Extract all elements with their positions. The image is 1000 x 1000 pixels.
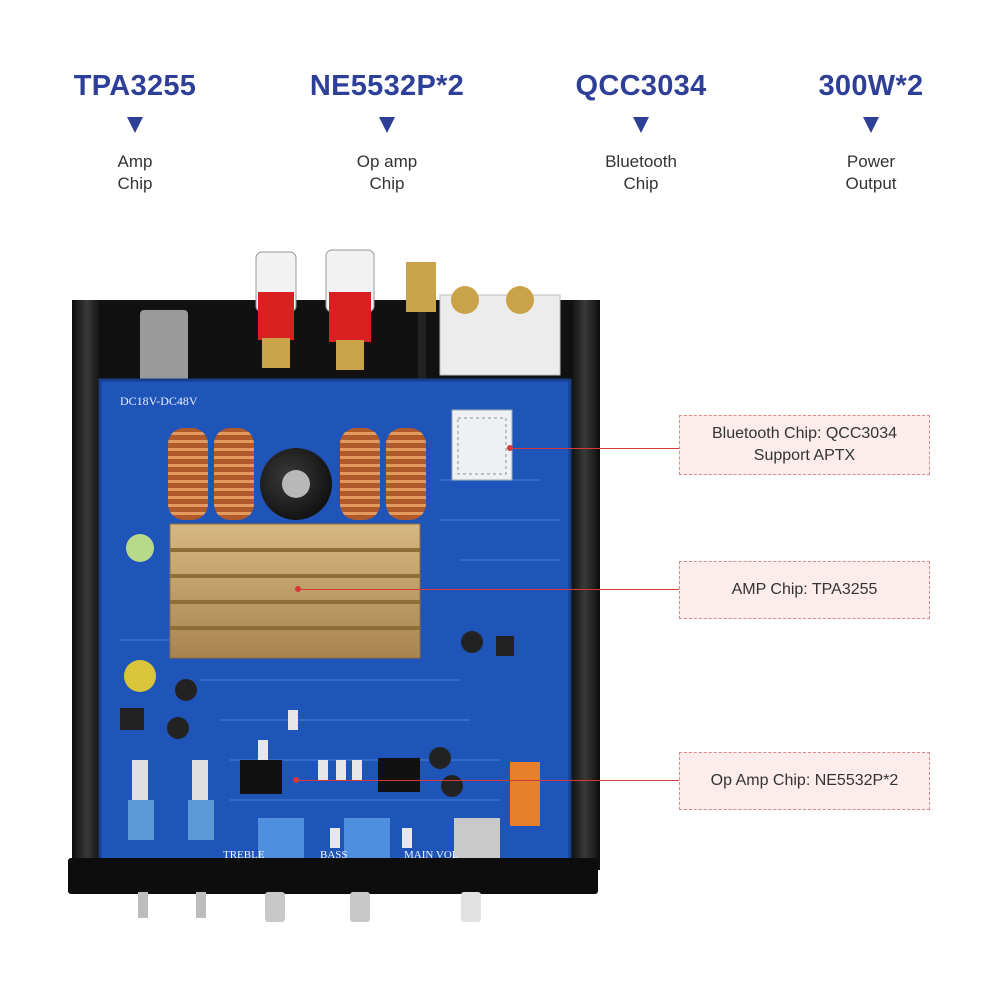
capacitor (167, 717, 189, 739)
spec-description: Power Output (845, 152, 897, 193)
spec-title: TPA3255 (73, 70, 197, 102)
spec-power-output: 300W*2 Power Output (771, 70, 971, 195)
leader-line (510, 448, 680, 449)
leader-dot (293, 777, 299, 783)
callout-amp-chip: AMP Chip: TPA3255 (679, 561, 930, 619)
down-arrow-icon (633, 117, 649, 133)
bass-potentiometer (344, 818, 390, 858)
right-rail (570, 300, 600, 870)
spec-title: 300W*2 (818, 70, 924, 102)
volume-knob (461, 892, 481, 922)
power-jack (140, 310, 188, 390)
toggle-switch (128, 760, 154, 840)
spec-description: Amp Chip (117, 152, 153, 193)
rca-jacks (439, 286, 561, 376)
callout-text: Bluetooth Chip: QCC3034 Support APTX (712, 425, 897, 464)
callout-opamp-chip: Op Amp Chip: NE5532P*2 (679, 752, 930, 810)
capacitor (126, 534, 154, 562)
treble-knob (265, 892, 285, 922)
leader-dot (507, 445, 513, 451)
capacitor (429, 747, 451, 769)
switch-lever (196, 892, 206, 918)
inductor (340, 428, 380, 520)
opamp-chip (378, 758, 420, 792)
spec-bluetooth-chip: QCC3034 Bluetooth Chip (541, 70, 741, 195)
down-arrow-icon (863, 117, 879, 133)
opamp-chip (240, 760, 282, 794)
callout-bluetooth-chip: Bluetooth Chip: QCC3034 Support APTX (679, 415, 930, 475)
capacitor (175, 679, 197, 701)
speaker-terminal-left (255, 251, 297, 368)
spec-title: NE5532P*2 (309, 70, 465, 102)
switch-lever (138, 892, 148, 918)
leader-dot (295, 586, 301, 592)
capacitor (461, 631, 483, 653)
inductor (214, 428, 254, 520)
regulator (120, 708, 144, 730)
spec-description: Op amp Chip (356, 152, 418, 193)
bluetooth-module (451, 409, 513, 481)
spec-amp-chip: TPA3255 Amp Chip (35, 70, 235, 195)
callout-text: Op Amp Chip: NE5532P*2 (710, 772, 899, 789)
regulator (496, 636, 514, 656)
callout-text: AMP Chip: TPA3255 (731, 581, 878, 598)
down-arrow-icon (127, 117, 143, 133)
leader-line (298, 589, 680, 590)
power-label: DC18V-DC48V (120, 394, 198, 408)
capacitor (441, 775, 463, 797)
leader-line (296, 780, 680, 781)
down-arrow-icon (379, 117, 395, 133)
spec-title: QCC3034 (575, 70, 707, 102)
volume-potentiometer (454, 818, 500, 858)
spec-opamp-chip: NE5532P*2 Op amp Chip (287, 70, 487, 195)
capacitor (124, 660, 156, 692)
spec-description: Bluetooth Chip (605, 152, 677, 193)
bass-knob (350, 892, 370, 922)
relay (510, 762, 540, 826)
inductor (386, 428, 426, 520)
inductor (168, 428, 208, 520)
treble-potentiometer (258, 818, 304, 858)
left-rail (72, 300, 102, 870)
antenna-connector (406, 262, 436, 392)
toggle-switch (188, 760, 214, 840)
front-panel (68, 858, 598, 894)
speaker-terminal-right (325, 249, 375, 370)
